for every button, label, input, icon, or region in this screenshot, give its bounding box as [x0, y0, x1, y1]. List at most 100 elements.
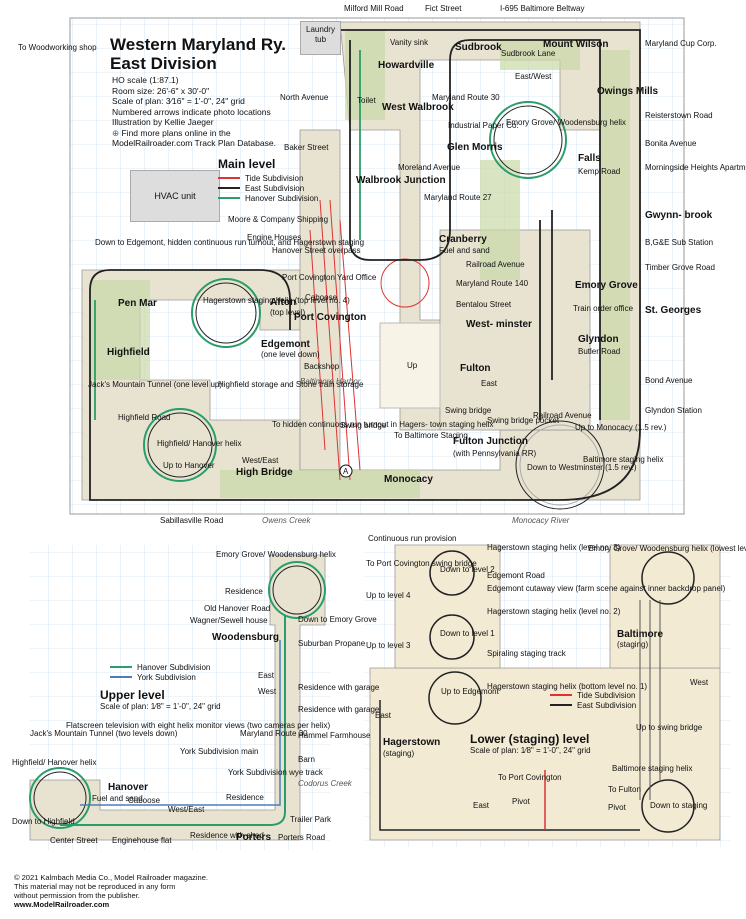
legend-swatch [218, 187, 240, 189]
label-milford: Milford Mill Road [344, 4, 404, 13]
footer-line1: © 2021 Kalmbach Media Co., Model Railroa… [14, 873, 208, 882]
label-vanity: Vanity sink [390, 38, 429, 47]
label-maryland-cup: Maryland Cup Corp. [645, 39, 717, 48]
label-hf-helix: Highfield/ Hanover helix [157, 439, 242, 448]
label-l-up4: Up to level 4 [366, 591, 411, 600]
scenery-patches [90, 30, 630, 498]
plan-title: Western Maryland Ry. East Division [110, 35, 286, 73]
label-timber-grove: Timber Grove Road [645, 263, 715, 272]
label-u-york-main: York Subdivision main [180, 747, 258, 756]
label-u-hammel: Hammel Farmhouse [298, 731, 371, 740]
label-u-res-shed: Residence with shed [190, 831, 264, 840]
label-hf-storage: Highfield storage and Stone train storag… [218, 380, 364, 389]
label-u-codorus: Codorus Creek [298, 779, 353, 788]
label-fuel-sand: Fuel and sand [439, 246, 490, 255]
label-l-west: West [690, 678, 709, 687]
label-falls: Falls [578, 153, 601, 164]
label-u-res-garage1: Residence with garage [298, 683, 380, 692]
upper-scale: Scale of plan: 1⁄8" = 1'-0", 24" grid [100, 702, 221, 711]
label-westminster: West- minster [466, 319, 532, 330]
label-highfield: Highfield [107, 347, 150, 358]
hagerstown-helix-top [191, 278, 261, 348]
label-emory-grove: Emory Grove [575, 280, 638, 291]
label-mount-wilson: Mount Wilson [543, 39, 608, 50]
label-gwynnbrook: Gwynn- brook [645, 210, 713, 221]
label-butler: Butler Road [578, 347, 620, 356]
info-arrows: Numbered arrows indicate photo locations [112, 106, 271, 117]
label-u-residence: Residence [225, 587, 263, 596]
main-helixes [143, 101, 605, 510]
label-l-east1: East [375, 711, 392, 720]
label-hag-helix: Hagerstown staging helix (top level no. … [203, 296, 350, 305]
label-u-down-emory: Down to Emory Grove [298, 615, 377, 624]
photo-marker-a [339, 464, 353, 478]
legend-swatch [110, 666, 132, 668]
footer-url[interactable]: www.ModelRailroader.com [14, 900, 110, 909]
legend-main: Main level Tide Subdivision East Subdivi… [218, 157, 318, 203]
label-u-caboose: Caboose [128, 796, 161, 805]
label-l-pivot1: Pivot [512, 797, 531, 806]
label-morningside: Morningside Heights Apartment Building [645, 163, 746, 172]
label-l-to-pc2: To Port Covington [498, 773, 562, 782]
lower-trackage [379, 550, 695, 833]
label-u-fuel: Fuel and sand [92, 794, 143, 803]
label-balt-helix: Baltimore staging helix [583, 455, 663, 464]
label-west-walbrook: West Walbrook [382, 102, 454, 113]
label-i695: I-695 Baltimore Beltway [500, 4, 584, 13]
emory-grove-helix [489, 101, 567, 179]
legend-swatch [218, 197, 240, 199]
info-plan-scale: Scale of plan: 3⁄16" = 1'-0", 24" grid [112, 96, 245, 106]
label-train-order: Train order office [573, 304, 634, 313]
legend-label: Hanover Subdivision [245, 193, 319, 203]
label-l-hag1: Hagerstown staging helix (bottom level n… [487, 682, 647, 691]
legend-item: York Subdivision [110, 672, 210, 682]
label-fulton-jct: Fulton Junction [453, 436, 528, 447]
label-owens: Owens Creek [262, 516, 311, 525]
label-emory-helix: Emory Grove/ Woodensburg helix [506, 118, 626, 127]
label-u-jacks: Jack's Mountain Tunnel (two levels down) [30, 729, 178, 738]
label-up-hanover: Up to Hanover [163, 461, 215, 470]
label-north-ave: North Avenue [280, 93, 329, 102]
label-l-balt-helix: Baltimore staging helix [612, 764, 692, 773]
label-u-suburban: Suburban Propane [298, 639, 366, 648]
legend-item: East Subdivision [550, 700, 636, 710]
label-glyndon: Glyndon [578, 334, 619, 345]
upper-level-caption: Upper level Scale of plan: 1⁄8" = 1'-0",… [100, 688, 221, 711]
info-link-row[interactable]: ⊕ Find more plans online in the [112, 128, 282, 139]
info-room: Room size: 26'-6" x 30'-0" [112, 85, 210, 96]
hvac-unit: HVAC unit [130, 170, 220, 222]
label-l-edgemont-rd: Edgemont Road [487, 571, 545, 580]
label-l-hag3: Hagerstown staging helix (level no. 3) [487, 543, 621, 552]
label-hidden-cont: To hidden continuous run turnout in Hage… [272, 420, 493, 429]
label-u-york-wye: York Subdivision wye track [228, 768, 324, 777]
label-u-east: East [258, 671, 275, 680]
label-md27: Maryland Route 27 [424, 193, 492, 202]
label-industrial: Industrial Paper Co. [448, 121, 519, 130]
map-labels: Milford Mill Road Fict Street I-695 Balt… [12, 4, 746, 845]
label-woodworking: To Woodworking shop [18, 43, 97, 52]
label-bentalou: Bentalou Street [456, 300, 512, 309]
label-pc-yard: Port Covington Yard Office [282, 273, 377, 282]
label-up: Up [407, 361, 418, 370]
legend-label: Hanover Subdivision [137, 662, 211, 672]
legend-item: East Subdivision [218, 183, 318, 193]
lower-title: Lower (staging) level [470, 732, 590, 746]
label-u-hf-helix: Highfield/ Hanover helix [12, 758, 97, 767]
highfield-helix [143, 408, 217, 482]
label-bonita: Bonita Avenue [645, 139, 697, 148]
main-trackage [89, 29, 641, 501]
legend-label: Tide Subdivision [245, 173, 304, 183]
label-u-enginehouse: Enginehouse flat [112, 836, 172, 845]
info-link2[interactable]: ModelRailroader.com Track Plan Database. [112, 138, 276, 148]
turntable [380, 258, 430, 308]
label-u-hanover: Hanover [108, 782, 148, 793]
label-edgemont: Edgemont [261, 339, 311, 350]
upper-trackage [29, 561, 326, 829]
label-down-westminster: Down to Westminster (1.5 rev.) [527, 463, 637, 472]
label-high-bridge: High Bridge [236, 467, 293, 478]
label-l-up-edgemont: Up to Edgemont [441, 687, 500, 696]
label-glen-morris: Glen Morris [447, 142, 503, 153]
label-pen-mar: Pen Mar [118, 298, 157, 309]
info-link1[interactable]: Find more plans online in the [121, 127, 231, 138]
